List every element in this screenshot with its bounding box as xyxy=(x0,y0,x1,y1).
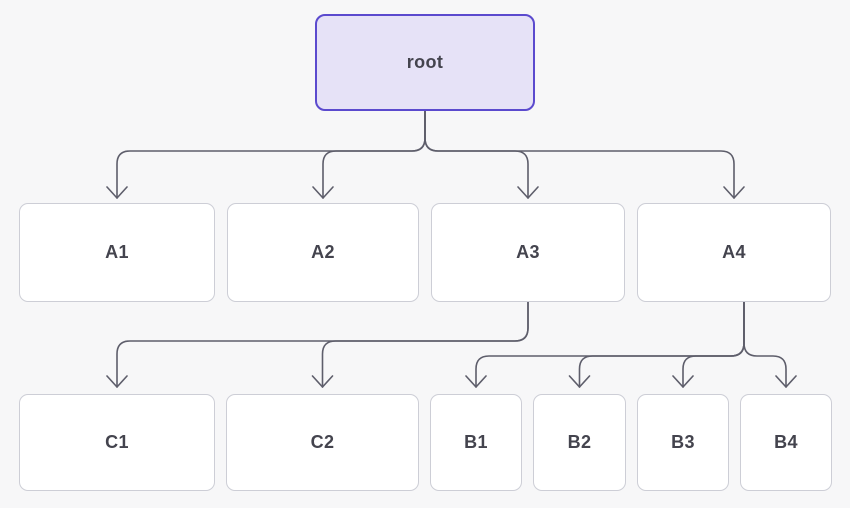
tree-node-label: B2 xyxy=(567,432,592,452)
edge-root-A4 xyxy=(424,110,735,199)
edge-A3-C2 xyxy=(321,301,529,388)
edge-group-A4 xyxy=(465,301,797,388)
tree-node-A1[interactable]: A1 xyxy=(19,203,215,302)
tree-node-A2[interactable]: A2 xyxy=(227,203,419,302)
edge-group-A3 xyxy=(106,301,529,388)
arrowhead-C1-icon xyxy=(106,375,128,388)
tree-node-label: B3 xyxy=(671,432,695,452)
arrowhead-B3-icon xyxy=(672,375,694,388)
arrowhead-A1-icon xyxy=(106,186,128,199)
tree-node-A3[interactable]: A3 xyxy=(431,203,625,302)
tree-node-A4[interactable]: A4 xyxy=(637,203,831,302)
tree-node-C1[interactable]: C1 xyxy=(19,394,215,491)
tree-node-B2[interactable]: B2 xyxy=(533,394,626,491)
tree-node-label: A2 xyxy=(311,242,335,262)
arrowhead-B1-icon xyxy=(465,375,487,388)
edge-root-A2 xyxy=(322,110,426,199)
arrowhead-C2-icon xyxy=(311,375,334,388)
tree-node-B4[interactable]: B4 xyxy=(740,394,832,491)
tree-node-label: B1 xyxy=(464,432,488,452)
edge-root-A1 xyxy=(116,110,426,199)
tree-node-label: C1 xyxy=(105,432,129,452)
edge-A4-B1 xyxy=(475,301,745,388)
arrowhead-A2-icon xyxy=(312,186,334,199)
edge-A4-B2 xyxy=(578,301,745,388)
edge-root-A3 xyxy=(424,110,529,199)
tree-node-C2[interactable]: C2 xyxy=(226,394,419,491)
arrowhead-A4-icon xyxy=(723,186,745,199)
edge-A4-B3 xyxy=(682,301,745,388)
tree-node-label: A4 xyxy=(722,242,746,262)
edge-A4-B4 xyxy=(743,301,787,388)
arrowhead-A3-icon xyxy=(517,186,539,199)
tree-node-B3[interactable]: B3 xyxy=(637,394,729,491)
tree-node-label: B4 xyxy=(774,432,798,452)
tree-node-label: A3 xyxy=(516,242,540,262)
arrowhead-B2-icon xyxy=(568,375,591,388)
tree-node-label: root xyxy=(406,52,444,72)
tree-node-root[interactable]: root xyxy=(315,14,535,111)
edge-group-root xyxy=(106,110,745,199)
tree-node-label: C2 xyxy=(310,432,335,452)
tree-node-B1[interactable]: B1 xyxy=(430,394,522,491)
edge-A3-C1 xyxy=(116,301,529,388)
tree-node-label: A1 xyxy=(105,242,129,262)
arrowhead-B4-icon xyxy=(775,375,797,388)
